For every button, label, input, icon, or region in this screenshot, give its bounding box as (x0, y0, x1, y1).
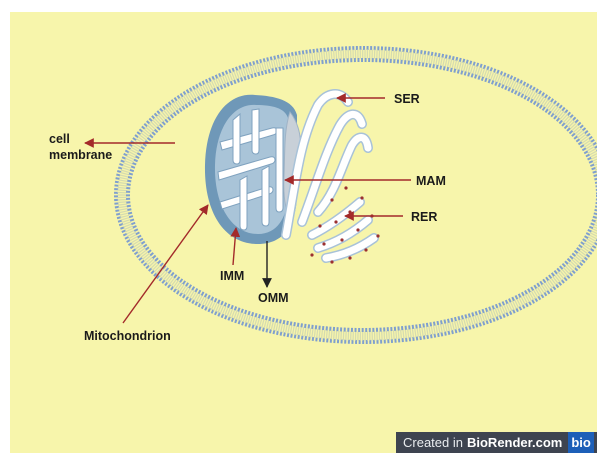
watermark-brand-text: BioRender.com (467, 435, 562, 450)
label-mitochondrion: Mitochondrion (84, 329, 171, 343)
watermark-created-text: Created in (396, 435, 463, 450)
endoplasmic-reticulum (286, 94, 380, 264)
cell-membrane (116, 48, 597, 342)
mitochondrion (205, 95, 297, 244)
label-cell: cell (49, 132, 70, 146)
label-omm: OMM (258, 291, 289, 305)
label-imm: IMM (220, 269, 244, 283)
biorender-watermark[interactable]: Created in BioRender.com bio (396, 432, 597, 453)
label-rer: RER (411, 210, 437, 224)
label-mam: MAM (416, 174, 446, 188)
biorender-logo-icon: bio (568, 432, 594, 453)
label-membrane: membrane (49, 148, 112, 162)
arrow-mitochondrion (123, 205, 208, 323)
label-ser: SER (394, 92, 420, 106)
